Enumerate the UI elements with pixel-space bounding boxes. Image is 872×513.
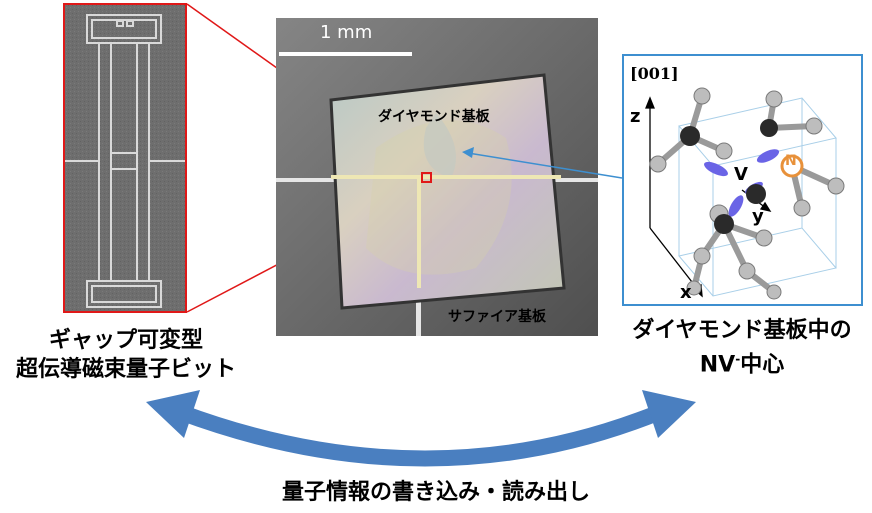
sapphire-substrate-label: サファイア基板 bbox=[448, 309, 546, 325]
y-axis-label: y bbox=[752, 206, 764, 227]
diamond-substrate-label: ダイヤモンド基板 bbox=[378, 109, 490, 125]
z-axis-label: z bbox=[630, 106, 641, 127]
nv-label-suffix: 中心 bbox=[740, 352, 785, 378]
nv-label: ダイヤモンド基板中の NV-中心 bbox=[612, 316, 872, 379]
chip-photo-drawing bbox=[276, 18, 598, 336]
microscope-photo bbox=[276, 18, 598, 336]
qubit-label-line1: ギャップ可変型 bbox=[48, 328, 203, 353]
qubit-label-line2: 超伝導磁束量子ビット bbox=[15, 357, 236, 382]
nv-label-line2: NV-中心 bbox=[612, 345, 872, 379]
nitrogen-label: N bbox=[785, 153, 797, 169]
nv-label-line1: ダイヤモンド基板中の bbox=[632, 318, 852, 343]
vacancy-label: V bbox=[734, 164, 748, 185]
qubit-circuit-drawing bbox=[65, 5, 185, 311]
nitrogen-atom bbox=[780, 154, 804, 178]
x-axis-label: x bbox=[680, 282, 692, 303]
scale-bar-label: 1 mm bbox=[320, 22, 373, 43]
bottom-label: 量子情報の書き込み・読み出し bbox=[281, 480, 590, 505]
nv-structure-panel: [001] z y x V N bbox=[622, 54, 863, 306]
qubit-micrograph bbox=[63, 3, 187, 313]
nv-label-sup: - bbox=[735, 352, 741, 366]
qubit-label: ギャップ可変型 超伝導磁束量子ビット bbox=[8, 326, 244, 384]
direction-label: [001] bbox=[630, 64, 679, 83]
nv-crystal-drawing bbox=[645, 87, 845, 300]
nv-label-prefix: NV bbox=[699, 352, 736, 378]
